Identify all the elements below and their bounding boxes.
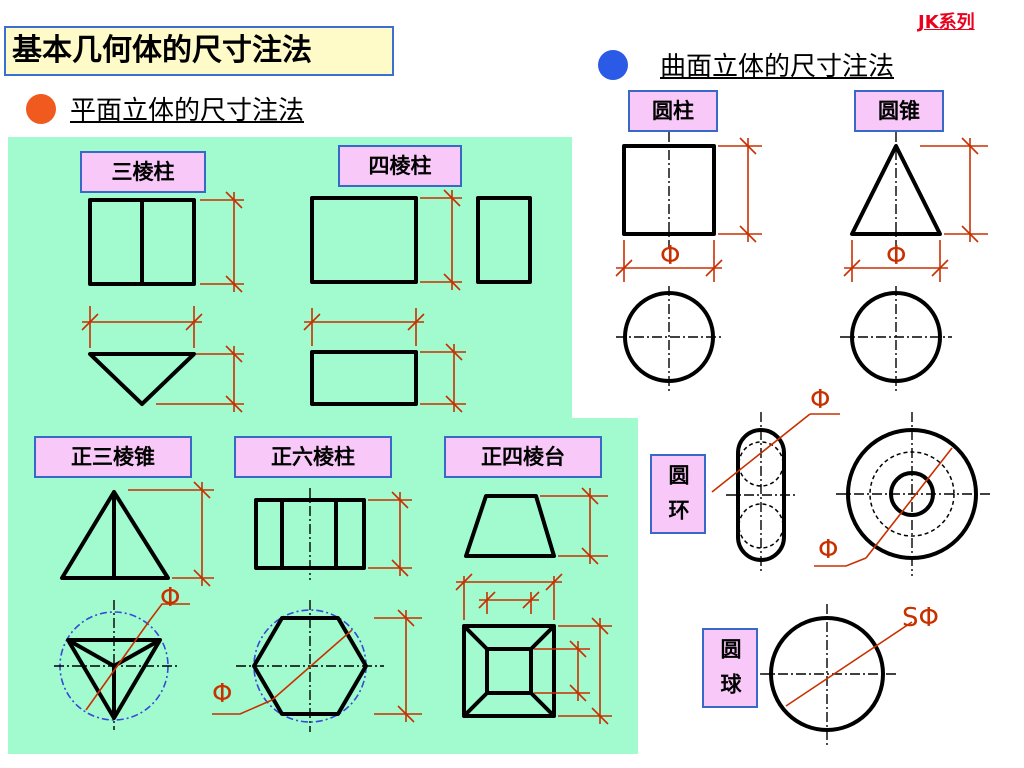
frustum-depth-dims bbox=[534, 617, 612, 725]
quadrangular-prism-top-view bbox=[310, 350, 418, 406]
svg-text:Φ: Φ bbox=[818, 535, 838, 565]
orange-bullet-icon bbox=[26, 94, 56, 124]
torus-center-diameter-dim: Φ bbox=[814, 447, 953, 567]
triangular-pyramid-front-view bbox=[60, 490, 170, 580]
cone-diameter-dim: Φ bbox=[843, 240, 949, 282]
triangular-pyramid-top-view bbox=[54, 600, 180, 730]
label-cylinder: 圆柱 bbox=[628, 90, 718, 132]
curved-section-title: 曲面立体的尺寸注法 bbox=[660, 52, 895, 82]
sphere-view bbox=[760, 604, 898, 746]
triangular-prism-depth-dim bbox=[156, 345, 244, 413]
svg-text:Φ: Φ bbox=[886, 241, 906, 271]
cone-front-view bbox=[850, 132, 942, 248]
cone-top-view bbox=[840, 286, 952, 392]
triangular-prism-front-view bbox=[88, 198, 196, 286]
hexagonal-prism-across-flats-dim bbox=[374, 609, 422, 723]
triangular-prism-width-dim bbox=[81, 306, 203, 348]
cylinder-front-view bbox=[622, 132, 716, 248]
triangular-prism-top-view bbox=[88, 352, 196, 406]
quadrangular-prism-side-view bbox=[476, 196, 532, 284]
label-frustum: 正四棱台 bbox=[444, 436, 602, 478]
triangular-pyramid-diameter-dim: Φ bbox=[85, 583, 190, 711]
quadrangular-prism-height-dim bbox=[420, 189, 462, 291]
svg-text:Φ: Φ bbox=[212, 679, 232, 709]
torus-tube-diameter-dim: Φ bbox=[711, 385, 840, 493]
triangular-pyramid-height-dim bbox=[128, 481, 214, 587]
hexagonal-prism-height-dim bbox=[368, 491, 412, 577]
main-title: 基本几何体的尺寸注法 bbox=[4, 26, 394, 76]
frustum-top-view bbox=[462, 624, 556, 718]
label-triangular-prism: 三棱柱 bbox=[80, 151, 206, 193]
quadrangular-prism-width-dim bbox=[303, 308, 425, 346]
torus-top-view bbox=[836, 412, 990, 576]
cylinder-height-dim bbox=[718, 137, 762, 243]
blue-bullet-icon bbox=[598, 50, 628, 80]
label-torus: 圆环 bbox=[650, 454, 706, 534]
quadrangular-prism-depth-dim bbox=[420, 343, 466, 413]
label-triangular-pyramid: 正三棱锥 bbox=[34, 436, 192, 478]
series-tag: JK系列 bbox=[918, 12, 975, 33]
sphere-diameter-dim: SΦ bbox=[785, 603, 939, 707]
torus-front-view bbox=[726, 412, 796, 574]
cylinder-top-view bbox=[616, 286, 724, 392]
label-quadrangular-prism: 四棱柱 bbox=[338, 145, 462, 187]
svg-text:SΦ: SΦ bbox=[902, 603, 939, 633]
triangular-prism-height-dim bbox=[200, 191, 244, 293]
planar-section-title: 平面立体的尺寸注法 bbox=[70, 96, 305, 126]
svg-text:Φ: Φ bbox=[160, 583, 180, 613]
frustum-width-dims bbox=[455, 573, 563, 620]
hexagonal-prism-front-view bbox=[254, 488, 366, 580]
svg-text:Φ: Φ bbox=[660, 241, 680, 271]
cone-height-dim bbox=[920, 137, 988, 243]
label-sphere: 圆球 bbox=[702, 628, 758, 708]
label-hexagonal-prism: 正六棱柱 bbox=[234, 436, 392, 478]
hexagonal-prism-diameter-dim: Φ bbox=[212, 629, 353, 715]
quadrangular-prism-front-view bbox=[310, 196, 418, 284]
cylinder-diameter-dim: Φ bbox=[615, 240, 723, 282]
frustum-height-dim bbox=[540, 487, 608, 565]
svg-text:Φ: Φ bbox=[810, 385, 830, 415]
frustum-front-view bbox=[464, 494, 556, 558]
label-cone: 圆锥 bbox=[854, 90, 944, 132]
